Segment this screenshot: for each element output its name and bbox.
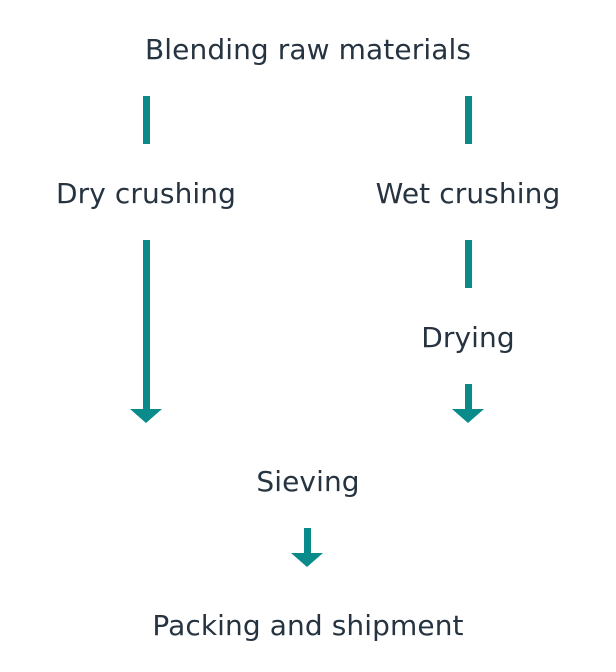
step-blending-raw-materials: Blending raw materials bbox=[144, 33, 472, 66]
connector-blend-to-wet bbox=[465, 96, 472, 144]
connector-sieving-to-packing bbox=[304, 528, 311, 554]
step-packing-and-shipment: Packing and shipment bbox=[152, 609, 464, 642]
step-drying: Drying bbox=[421, 321, 515, 354]
step-dry-crushing: Dry crushing bbox=[55, 177, 237, 210]
arrowhead-sieving-to-packing bbox=[291, 553, 323, 567]
step-wet-crushing: Wet crushing bbox=[375, 177, 561, 210]
arrowhead-dry-to-sieving bbox=[130, 409, 162, 423]
connector-blend-to-dry bbox=[143, 96, 150, 144]
connector-dry-to-sieving bbox=[143, 240, 150, 410]
step-sieving: Sieving bbox=[256, 465, 360, 498]
connector-drying-to-sieving bbox=[465, 384, 472, 410]
connector-wet-to-drying bbox=[465, 240, 472, 288]
arrowhead-drying-to-sieving bbox=[452, 409, 484, 423]
